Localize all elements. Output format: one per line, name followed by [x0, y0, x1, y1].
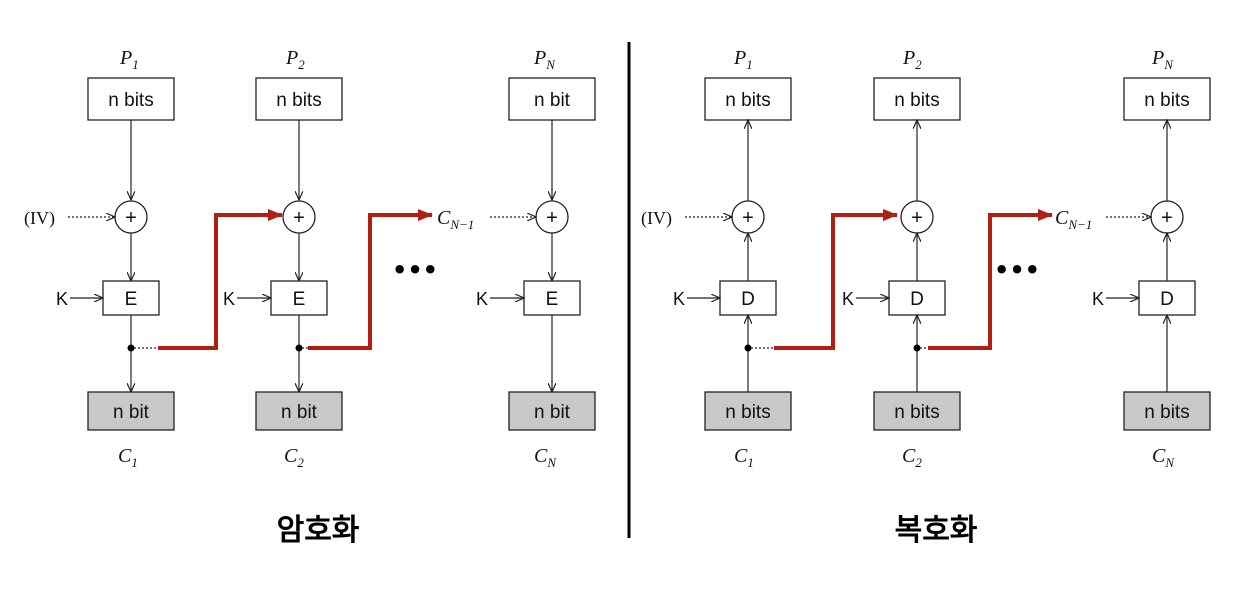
dec-plaintext-n-label: PN [1151, 47, 1174, 72]
dec-ciphertext-2-label: C2 [902, 445, 922, 470]
dec-ellipsis: ••• [994, 256, 1040, 284]
dec-ciphertext-2-box [873, 391, 961, 431]
enc-key-2-label: K [223, 289, 235, 309]
dec-d-block-n-label: D [1160, 289, 1174, 310]
enc-ciphertext-n-label: CN [534, 445, 557, 470]
dec-plaintext-2-box [873, 77, 961, 121]
enc-plaintext-1-box [87, 77, 175, 121]
decryption-section: P1 n bits + (IV) D K n bits C1 P2 n bit [641, 47, 1211, 548]
dec-xor-n-symbol: + [1161, 207, 1173, 229]
enc-chain-arrow-1 [158, 209, 283, 350]
enc-plaintext-2-label: P2 [285, 47, 305, 72]
dec-branch-dot-2 [913, 344, 921, 352]
dec-key-2-label: K [842, 289, 854, 309]
enc-key-1-label: K [56, 289, 68, 309]
dec-ciphertext-n-box-text: n bits [1144, 402, 1189, 423]
enc-chain-arrow-2 [308, 209, 433, 350]
enc-ciphertext-n-box-text: n bit [534, 402, 571, 423]
enc-column-1: P1 n bits + E K (IV) n bit C1 [24, 47, 283, 470]
dec-column-2: P2 n bits + D K n bits C2 ••• [842, 47, 1053, 470]
dec-plaintext-1-box [704, 77, 792, 121]
enc-e-block-n-label: E [546, 289, 559, 310]
enc-ciphertext-2-box [255, 391, 343, 431]
dec-xor-2-symbol: + [911, 207, 923, 229]
dec-plaintext-1-label: P1 [733, 47, 753, 72]
dec-branch-dot-1 [744, 344, 752, 352]
enc-column-n: PN n bit + CN−1 E K n bit CN [437, 47, 596, 470]
enc-branch-dot-2 [295, 344, 303, 352]
dec-ciphertext-2-box-text: n bits [894, 402, 939, 423]
dec-chain-input-label: CN−1 [1055, 207, 1092, 232]
enc-e-block-2-label: E [293, 289, 306, 310]
enc-plaintext-n-label: PN [533, 47, 556, 72]
encryption-section: P1 n bits + E K (IV) n bit C1 P2 n bits [24, 47, 596, 548]
enc-column-2: P2 n bits + E K n bit C2 ••• [223, 47, 438, 470]
dec-column-1: P1 n bits + (IV) D K n bits C1 [641, 47, 898, 470]
enc-branch-dot-1 [127, 344, 135, 352]
enc-caption: 암호화 [277, 513, 360, 548]
dec-ciphertext-1-box [704, 391, 792, 431]
enc-plaintext-1-label: P1 [119, 47, 139, 72]
enc-chain-input-label: CN−1 [437, 207, 474, 232]
dec-key-1-label: K [673, 289, 685, 309]
enc-plaintext-2-box-text: n bits [276, 90, 321, 111]
enc-plaintext-n-box-text: n bit [534, 90, 571, 111]
enc-iv-label: (IV) [24, 208, 55, 229]
enc-xor-n-symbol: + [546, 207, 558, 229]
dec-column-n: PN n bits + CN−1 D K n bits CN [1055, 47, 1211, 470]
enc-key-n-label: K [476, 289, 488, 309]
dec-chain-arrow-1 [774, 209, 898, 350]
enc-ellipsis: ••• [392, 256, 438, 284]
dec-ciphertext-n-label: CN [1152, 445, 1175, 470]
dec-chain-arrow-2 [928, 209, 1053, 350]
enc-plaintext-1-box-text: n bits [108, 90, 153, 111]
enc-xor-1-symbol: + [125, 207, 137, 229]
dec-d-block-1-label: D [741, 289, 755, 310]
dec-plaintext-n-box-text: n bits [1144, 90, 1189, 111]
dec-plaintext-1-box-text: n bits [725, 90, 770, 111]
enc-ciphertext-1-label: C1 [118, 445, 138, 470]
dec-ciphertext-1-label: C1 [734, 445, 754, 470]
dec-key-n-label: K [1092, 289, 1104, 309]
enc-ciphertext-2-label: C2 [284, 445, 304, 470]
enc-ciphertext-1-box [87, 391, 175, 431]
dec-d-block-2-label: D [910, 289, 924, 310]
enc-ciphertext-n-box [508, 391, 596, 431]
enc-e-block-1-label: E [125, 289, 138, 310]
dec-plaintext-2-box-text: n bits [894, 90, 939, 111]
dec-iv-label: (IV) [641, 208, 672, 229]
dec-ciphertext-n-box [1123, 391, 1211, 431]
dec-plaintext-2-label: P2 [902, 47, 922, 72]
dec-caption: 복호화 [895, 513, 978, 548]
dec-xor-1-symbol: + [742, 207, 754, 229]
enc-xor-2-symbol: + [293, 207, 305, 229]
enc-ciphertext-1-box-text: n bit [113, 402, 150, 423]
dec-ciphertext-1-box-text: n bits [725, 402, 770, 423]
enc-ciphertext-2-box-text: n bit [281, 402, 318, 423]
enc-plaintext-2-box [255, 77, 343, 121]
